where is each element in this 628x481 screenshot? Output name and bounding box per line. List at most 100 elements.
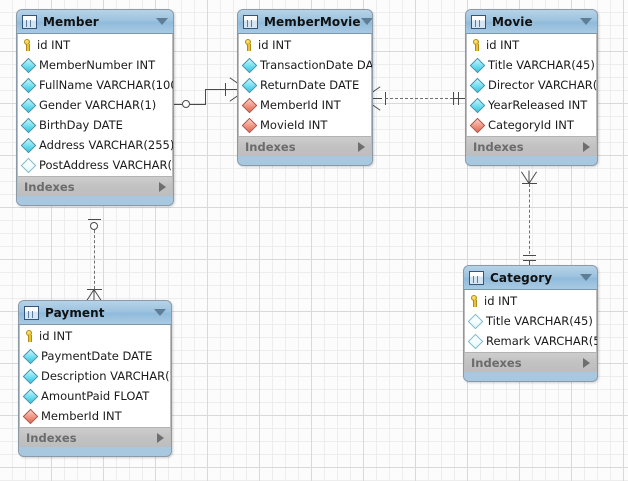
column-row[interactable]: MemberNumber INT (18, 55, 172, 75)
column-row[interactable]: AmountPaid FLOAT (20, 386, 170, 406)
crow-foot (520, 170, 538, 184)
table-header[interactable]: Member (17, 10, 173, 34)
column-label: Description VARCHAR(100) (41, 369, 171, 383)
column-row[interactable]: FullName VARCHAR(100) (18, 75, 173, 95)
column-label: TransactionDate DATE (260, 58, 373, 72)
chevron-down-icon[interactable] (580, 274, 592, 281)
key-icon (23, 39, 32, 51)
column-row[interactable]: PaymentDate DATE (20, 346, 170, 366)
rel-line (174, 104, 182, 105)
diamond-icon (20, 157, 37, 173)
column-row[interactable]: id INT (239, 35, 371, 55)
indexes-label: Indexes (24, 179, 75, 194)
table-header[interactable]: Category (464, 266, 597, 290)
column-row[interactable]: MovieId INT (239, 115, 371, 135)
indexes-label: Indexes (26, 430, 77, 445)
column-list: id INT PaymentDate DATE Description VARCHA… (19, 325, 171, 427)
rel-line (453, 98, 465, 99)
column-label: AmountPaid FLOAT (41, 389, 150, 403)
chevron-right-icon[interactable] (583, 141, 590, 152)
column-list: id INT Title VARCHAR(45) Remark VARCHAR(50… (464, 290, 597, 352)
column-row[interactable]: Gender VARCHAR(1) (18, 95, 172, 115)
column-row[interactable]: id INT (467, 35, 596, 55)
column-label: id INT (37, 38, 71, 52)
column-row[interactable]: MemberId INT (20, 406, 170, 426)
chevron-right-icon[interactable] (157, 432, 164, 443)
table-title: Payment (45, 305, 105, 320)
column-row[interactable]: id INT (465, 291, 596, 311)
column-label: id INT (39, 329, 73, 343)
chevron-down-icon[interactable] (154, 309, 166, 316)
rel-line (205, 89, 206, 105)
table-title: MemberMovie (264, 14, 361, 29)
column-row[interactable]: Title VARCHAR(45) (465, 311, 596, 331)
chevron-right-icon[interactable] (159, 181, 166, 192)
table-icon (22, 14, 37, 29)
diamond-icon (467, 313, 484, 329)
indexes-section[interactable]: Indexes (466, 136, 597, 156)
key-icon (472, 39, 481, 51)
table-header[interactable]: Movie (466, 10, 597, 34)
chevron-right-icon[interactable] (358, 141, 365, 152)
indexes-section[interactable]: Indexes (238, 136, 372, 156)
column-row[interactable]: YearReleased INT (467, 95, 596, 115)
table-card-category[interactable]: Category id INT Title VARCHAR(45) Remark VA… (463, 265, 598, 382)
table-card-movie[interactable]: Movie id INT Title VARCHAR(45)Director VAR… (465, 9, 598, 166)
column-row[interactable]: Title VARCHAR(45) (467, 55, 596, 75)
indexes-section[interactable]: Indexes (464, 352, 597, 372)
rel-line (216, 89, 237, 90)
cardinality-one-bar (522, 183, 537, 184)
indexes-label: Indexes (471, 355, 522, 370)
column-label: id INT (484, 294, 518, 308)
column-row[interactable]: id INT (18, 35, 172, 55)
chevron-down-icon[interactable] (360, 18, 372, 25)
table-title: Category (490, 270, 553, 285)
table-header[interactable]: MemberMovie (238, 10, 372, 34)
column-row[interactable]: Description VARCHAR(100) (20, 366, 171, 386)
column-row[interactable]: PostAddress VARCHAR(255) (18, 155, 173, 175)
chevron-down-icon[interactable] (580, 18, 592, 25)
column-list: id INT TransactionDate DATE ReturnDate DAT… (238, 34, 372, 136)
column-row[interactable]: Director VARCHAR(45) (467, 75, 597, 95)
column-row[interactable]: CategoryId INT (467, 115, 596, 135)
rel-line (196, 104, 206, 105)
table-icon (471, 14, 486, 29)
table-footer (19, 447, 171, 456)
table-card-membermovie[interactable]: MemberMovie id INT TransactionDate DATE Ret… (237, 9, 373, 166)
column-label: Gender VARCHAR(1) (39, 98, 157, 112)
column-row[interactable]: ReturnDate DATE (239, 75, 371, 95)
column-row[interactable]: Address VARCHAR(255) (18, 135, 174, 155)
rel-line (385, 98, 453, 99)
column-label: MemberId INT (41, 409, 122, 423)
cardinality-zero-ring (90, 222, 98, 230)
column-label: MemberId INT (260, 98, 341, 112)
column-label: Address VARCHAR(255) (39, 138, 174, 152)
cardinality-one-bar (523, 255, 536, 256)
chevron-down-icon[interactable] (156, 18, 168, 25)
column-label: PostAddress VARCHAR(255) (39, 158, 173, 172)
column-row[interactable]: BirthDay DATE (18, 115, 172, 135)
indexes-section[interactable]: Indexes (19, 427, 171, 447)
rel-line (190, 104, 196, 105)
diamond-icon (467, 333, 484, 349)
column-label: PaymentDate DATE (41, 349, 153, 363)
diamond-icon (20, 57, 37, 73)
column-row[interactable]: id INT (20, 326, 170, 346)
column-label: id INT (486, 38, 520, 52)
table-card-payment[interactable]: Payment id INT PaymentDate DATE Description… (18, 300, 172, 457)
table-footer (466, 156, 597, 165)
table-icon (469, 270, 484, 285)
diamond-icon (20, 137, 37, 153)
rel-line (205, 89, 217, 90)
key-icon (470, 295, 479, 307)
column-row[interactable]: TransactionDate DATE (239, 55, 373, 75)
column-label: Remark VARCHAR(500) (486, 334, 597, 348)
table-header[interactable]: Payment (19, 301, 171, 325)
cardinality-one-bar (88, 219, 101, 220)
column-row[interactable]: MemberId INT (239, 95, 371, 115)
indexes-section[interactable]: Indexes (17, 176, 173, 196)
column-row[interactable]: Remark VARCHAR(500) (465, 331, 597, 351)
chevron-right-icon[interactable] (583, 357, 590, 368)
